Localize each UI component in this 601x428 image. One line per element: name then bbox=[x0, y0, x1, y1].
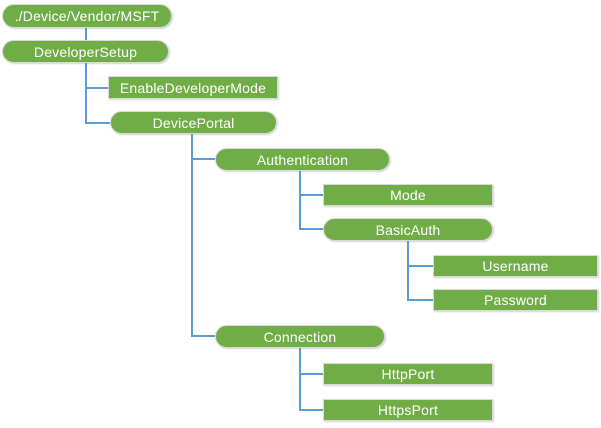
node-basic-auth: BasicAuth bbox=[323, 218, 493, 241]
node-http-port: HttpPort bbox=[323, 363, 493, 385]
node-https-port: HttpsPort bbox=[323, 399, 493, 421]
node-device-portal: DevicePortal bbox=[110, 111, 277, 134]
node-mode: Mode bbox=[323, 184, 493, 206]
node-authentication: Authentication bbox=[215, 148, 390, 171]
node-developer-setup: DeveloperSetup bbox=[2, 40, 169, 63]
node-device-vendor-msft: ./Device/Vendor/MSFT bbox=[2, 4, 172, 28]
node-enable-developer-mode: EnableDeveloperMode bbox=[108, 76, 278, 99]
node-username: Username bbox=[433, 255, 598, 277]
node-connection: Connection bbox=[215, 325, 385, 348]
node-password: Password bbox=[433, 289, 598, 311]
